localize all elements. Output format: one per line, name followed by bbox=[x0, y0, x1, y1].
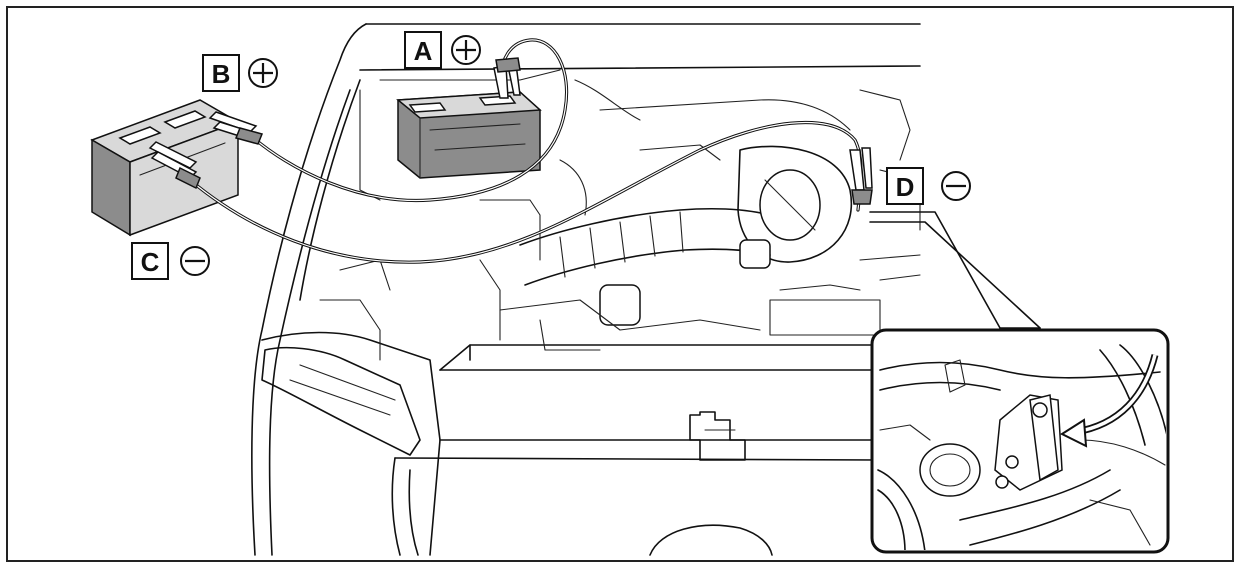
clamp-c bbox=[148, 141, 201, 190]
detail-leader bbox=[869, 211, 1041, 329]
minus-circle-icon bbox=[180, 246, 210, 276]
label-d: D − bbox=[886, 167, 971, 205]
clamp-b bbox=[208, 111, 264, 145]
minus-circle-icon bbox=[941, 171, 971, 201]
label-c: C − bbox=[131, 242, 210, 280]
jumper-cables bbox=[188, 38, 863, 264]
plus-circle-icon bbox=[248, 58, 278, 88]
label-b-letter: B bbox=[212, 59, 231, 89]
label-d-letter: D bbox=[896, 172, 915, 202]
vehicle-body bbox=[251, 23, 921, 556]
label-a-letter: A bbox=[414, 36, 433, 66]
clamp-a bbox=[493, 57, 521, 99]
plus-circle-icon bbox=[451, 35, 481, 65]
label-b: B + bbox=[202, 54, 278, 92]
clamp-d bbox=[849, 147, 873, 205]
label-a: A + bbox=[404, 31, 481, 69]
label-c-letter: C bbox=[141, 247, 160, 277]
vehicle-battery bbox=[396, 91, 542, 179]
detail-inset bbox=[870, 328, 1170, 554]
